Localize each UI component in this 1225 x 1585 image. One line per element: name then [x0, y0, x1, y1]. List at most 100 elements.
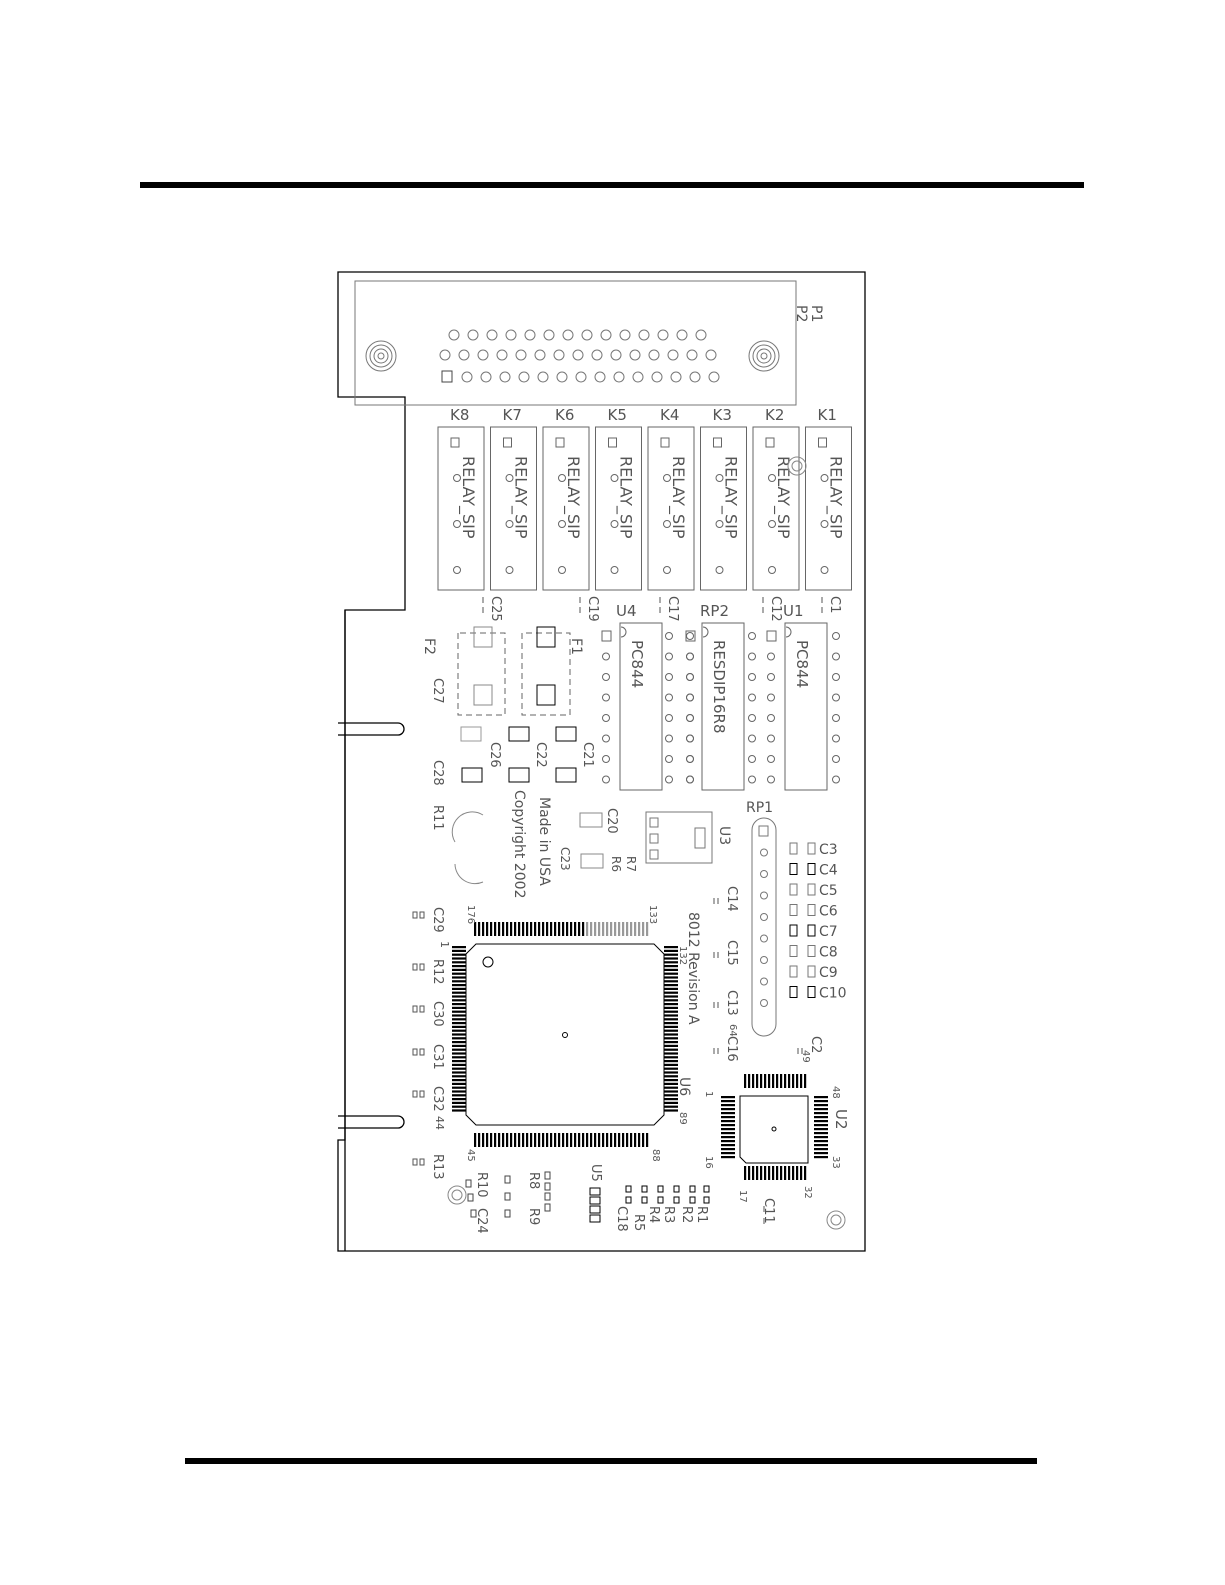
label-c24: C24: [474, 1208, 489, 1234]
label-r5: R5: [631, 1214, 646, 1231]
misc-parts: [447, 456, 846, 1230]
u2-pin-64: 64: [727, 1024, 738, 1037]
fuse-label-f1: F1: [568, 638, 584, 655]
u3-regulator: [645, 811, 713, 864]
label-c5: C5: [819, 883, 838, 899]
relay-ref-k1: K1: [818, 406, 837, 424]
ic-u4: [619, 622, 663, 791]
label-u3: U3: [716, 826, 732, 845]
label-c10: C10: [819, 986, 847, 1002]
relay-k2: [752, 426, 800, 591]
u2-pin-33: 33: [830, 1156, 841, 1169]
left-capacitors: [460, 726, 577, 783]
label-c2: C2: [808, 1036, 823, 1053]
relay-text-k5: RELAY_SIP: [616, 456, 636, 539]
u6-pin-45: 45: [465, 1149, 476, 1162]
label-c28: C28: [430, 760, 445, 786]
db37-connector: [354, 280, 797, 406]
ic-u1: [784, 622, 828, 791]
u6-ref: U6: [676, 1077, 692, 1096]
u6-pin-133: 133: [647, 905, 658, 924]
u2-pin-16: 16: [703, 1156, 714, 1169]
label-c26: C26: [487, 742, 502, 768]
label-r13: R13: [430, 1154, 445, 1180]
label-c20: C20: [604, 808, 619, 834]
label-rp1: RP1: [746, 800, 773, 816]
label-c16: C16: [724, 1036, 739, 1062]
label-c29: C29: [430, 907, 445, 933]
label-c12: C12: [768, 596, 783, 622]
u6-pin-1: 1: [438, 941, 451, 948]
made-in-text: Made in USA: [536, 797, 552, 886]
label-c15: C15: [724, 940, 739, 966]
relay-k4: [647, 426, 695, 591]
label-r9: R9: [526, 1208, 541, 1225]
label-c1: C1: [827, 596, 842, 613]
label-r2: R2: [679, 1206, 694, 1223]
label-c9: C9: [819, 965, 838, 981]
revision-text: 8012 Revision A: [685, 912, 701, 1025]
label-c8: C8: [819, 945, 838, 961]
relay-text-k4: RELAY_SIP: [668, 456, 688, 539]
label-c7: C7: [819, 924, 838, 940]
u2-pin-17: 17: [737, 1190, 748, 1203]
relay-k7: [490, 426, 537, 591]
relay-k8: [437, 426, 485, 591]
mounting-hole-right: [748, 340, 780, 372]
relay-k5: [595, 426, 642, 591]
u6-pin-176: 176: [465, 905, 476, 924]
relay-ref-k8: K8: [450, 406, 469, 424]
label-r6: R6: [609, 856, 623, 872]
u6-pin-89: 89: [677, 1112, 688, 1125]
relay-ref-k3: K3: [713, 406, 732, 424]
ic-ref-u4: U4: [616, 602, 637, 620]
relay-k3: [700, 426, 747, 591]
ic-text-u1: PC844: [793, 640, 811, 688]
label-c6: C6: [819, 904, 838, 920]
relay-ref-k2: K2: [765, 406, 784, 424]
top-rule: [140, 182, 1084, 188]
ic-text-rp2: RESDIP16R8: [710, 640, 728, 734]
u6-qfp176-chip: 176 133 132 89 88 45 44 1U6: [433, 905, 692, 1162]
board-outline: [337, 271, 866, 1252]
label-c4: C4: [819, 863, 838, 879]
label-c17: C17: [665, 596, 680, 622]
label-r1: R1: [694, 1206, 709, 1223]
label-r4: R4: [646, 1206, 661, 1223]
relay-text-k1: RELAY_SIP: [826, 456, 846, 539]
label-c30: C30: [430, 1001, 445, 1027]
label-r12: R12: [430, 959, 445, 985]
label-c23: C23: [558, 847, 572, 871]
u6-pin-88: 88: [650, 1149, 661, 1162]
bottom-rule: [185, 1458, 1037, 1464]
ic-ref-u1: U1: [783, 602, 804, 620]
label-r10: R10: [474, 1172, 489, 1198]
connector-label-p1: P1: [808, 305, 824, 322]
relay-ref-k7: K7: [503, 406, 522, 424]
label-c21: C21: [580, 742, 595, 768]
ic-rp2: [701, 622, 745, 791]
relay-ref-k6: K6: [555, 406, 574, 424]
u2-ref: U2: [832, 1109, 850, 1130]
label-c3: C3: [819, 842, 838, 858]
relay-text-k2: RELAY_SIP: [773, 456, 793, 539]
u6-pin-44: 44: [433, 1116, 446, 1130]
fuse-area: [457, 626, 571, 716]
relay-ref-k4: K4: [660, 406, 679, 424]
relay-k1: [805, 426, 852, 591]
u2-pin-48: 48: [830, 1086, 841, 1099]
label-c11: C11: [761, 1198, 776, 1224]
label-c25: C25: [488, 596, 503, 622]
relay-text-k7: RELAY_SIP: [511, 456, 531, 539]
ic-ref-rp2: RP2: [700, 602, 729, 620]
relay-text-k6: RELAY_SIP: [563, 456, 583, 539]
u6-pin-132: 132: [677, 946, 688, 965]
